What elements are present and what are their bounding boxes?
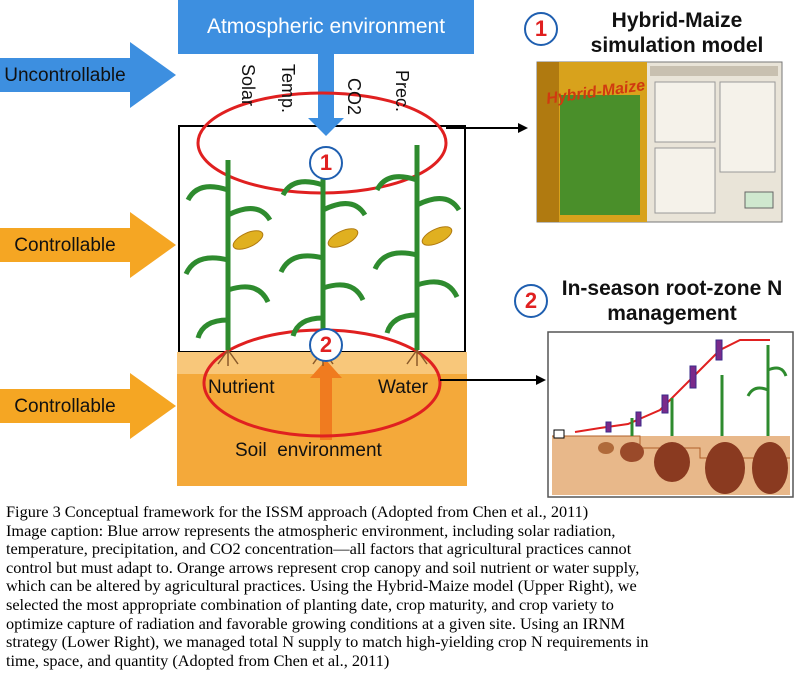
marker-1-right: 1 [524, 12, 558, 46]
marker-2-right: 2 [514, 284, 548, 318]
caption-line: selected the most appropriate combinatio… [6, 594, 614, 614]
maize-plant-2 [278, 150, 368, 350]
irnm-title: In-season root-zone N management [548, 276, 796, 326]
caption-line: temperature, precipitation, and CO2 conc… [6, 539, 632, 559]
uncontrollable-label: Uncontrollable [4, 65, 126, 86]
maize-plant-1 [183, 160, 273, 350]
water-label: Water [378, 377, 428, 398]
nutrient-label: Nutrient [208, 377, 275, 398]
model-title-line1: Hybrid-Maize [611, 9, 743, 32]
soil-up-arrow [310, 360, 342, 440]
model-title-line2: simulation model [590, 34, 764, 57]
hybrid-maize-screenshot [536, 61, 783, 223]
irnm-title-line1: In-season root-zone N [561, 277, 783, 300]
caption-line: strategy (Lower Right), we managed total… [6, 632, 649, 652]
irnm-panel [547, 331, 794, 498]
factor-solar: Solar [238, 64, 258, 107]
caption-line: control but must adapt to. Orange arrows… [6, 557, 640, 577]
controllable-soil-arrow [0, 373, 176, 439]
marker-2: 2 [309, 328, 343, 362]
factor-prec: Prec. [392, 70, 412, 113]
factor-temp: Temp. [278, 64, 298, 114]
diagram-graphics [0, 42, 794, 498]
factor-co2: CO2 [344, 78, 364, 116]
figure-caption: Figure 3 Conceptual framework for the IS… [6, 502, 794, 670]
controllable-soil-label: Controllable [14, 396, 116, 417]
maize-plant-3 [372, 145, 462, 350]
marker-1: 1 [309, 146, 343, 180]
caption-line: which can be altered by agricultural pra… [6, 576, 637, 596]
caption-line: Figure 3 Conceptual framework for the IS… [6, 502, 589, 521]
model-title: Hybrid-Maize simulation model [562, 8, 792, 58]
atmospheric-banner: Atmospheric environment [178, 0, 474, 54]
caption-line: optimize capture of radiation and favora… [6, 613, 625, 633]
controllable-canopy-arrow [0, 212, 176, 278]
uncontrollable-arrow [0, 42, 176, 108]
caption-line: time, space, and quantity (Adopted from … [6, 650, 390, 670]
controllable-canopy-label: Controllable [14, 235, 116, 256]
soil-top-layer [177, 352, 467, 374]
atmosphere-down-arrow [308, 54, 344, 136]
caption-line: Image caption: Blue arrow represents the… [6, 520, 616, 540]
soil-environment-label: Soil environment [235, 440, 382, 461]
issm-diagram: Atmospheric environment Uncontrollable C… [0, 0, 796, 498]
irnm-title-line2: management [607, 302, 737, 325]
